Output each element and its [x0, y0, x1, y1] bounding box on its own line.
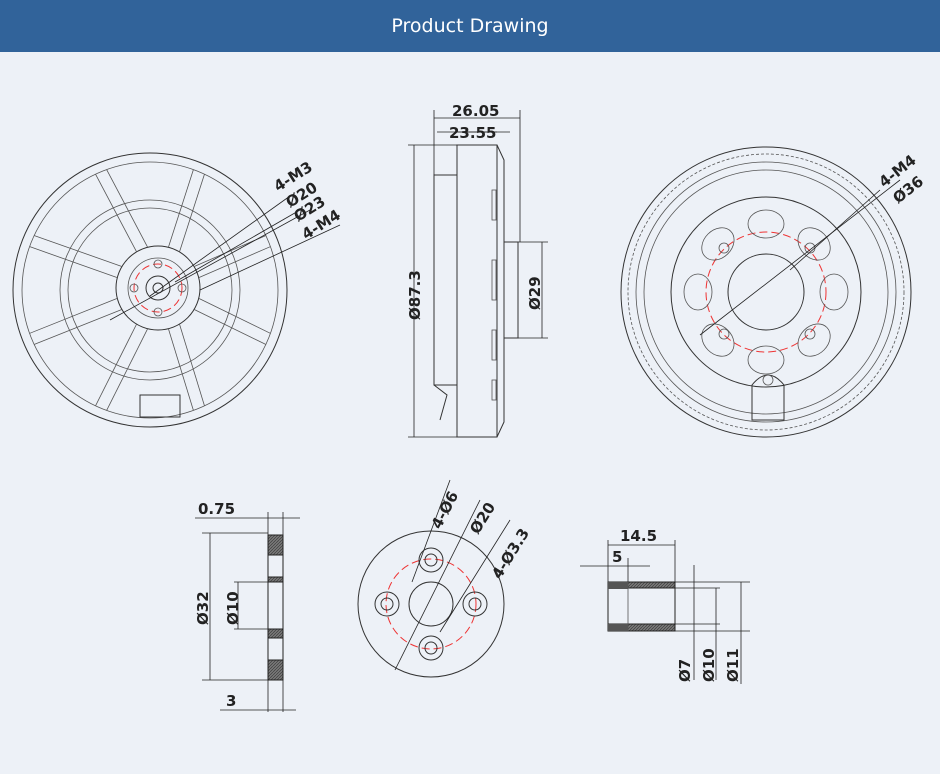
side-label-shaft-diameter: Ø29 — [526, 276, 544, 310]
washer-section: 0.75 Ø32 Ø10 3 — [194, 500, 300, 712]
rear-view: 4-M4 Ø36 — [620, 146, 927, 438]
flange-label-d20: Ø20 — [466, 499, 499, 537]
flange-label-4-d3-3: 4-Ø3.3 — [488, 525, 533, 582]
front-view: 4-M3 Ø20 Ø23 4-M4 — [12, 152, 344, 428]
spoke-edge — [29, 246, 118, 278]
rear-window — [747, 345, 785, 375]
spoke-edge — [29, 298, 118, 334]
side-label-body-length: 23.55 — [449, 124, 496, 142]
washer-label-thickness: 0.75 — [198, 500, 235, 518]
spoke-edge — [198, 298, 271, 334]
spoke-edge — [33, 309, 122, 345]
rear-window — [701, 227, 735, 261]
rear-window — [683, 273, 713, 311]
side-label-diameter: Ø87.3 — [406, 270, 424, 320]
side-label-overall-length: 26.05 — [452, 102, 499, 120]
spoke-edge — [194, 309, 267, 345]
spoke-edge — [179, 173, 205, 252]
flange-view: 4-Ø6 Ø20 4-Ø3.3 — [357, 479, 533, 678]
washer-label-width: 3 — [226, 692, 236, 710]
spoke-edge — [33, 235, 122, 267]
rear-window — [797, 227, 831, 261]
spoke-edge — [168, 328, 194, 411]
spoke-edge — [95, 173, 137, 252]
product-drawing: 4-M3 Ø20 Ø23 4-M4 26.05 23.55 Ø87.3 Ø29 — [12, 102, 927, 712]
rear-window — [819, 273, 849, 311]
bushing-label-d10: Ø10 — [700, 648, 718, 682]
spoke-edge — [179, 324, 205, 407]
side-view: 26.05 23.55 Ø87.3 Ø29 — [406, 102, 548, 438]
flange-label-4-d6: 4-Ø6 — [428, 488, 463, 532]
washer-label-inner: Ø10 — [224, 591, 242, 625]
page-title: Product Drawing — [391, 15, 549, 37]
spoke-edge — [106, 328, 148, 411]
washer-label-outer: Ø32 — [194, 591, 212, 625]
bushing-label-d7: Ø7 — [676, 659, 694, 682]
rear-window — [701, 323, 735, 357]
header-bar: Product Drawing — [0, 0, 940, 52]
bushing-label-d11: Ø11 — [724, 648, 742, 682]
spoke-edge — [168, 169, 194, 248]
bushing-label-length: 14.5 — [620, 527, 657, 545]
bushing-section: 14.5 5 Ø7 Ø10 Ø11 — [580, 527, 750, 684]
spoke-edge — [198, 246, 271, 278]
bushing-label-step: 5 — [612, 548, 622, 566]
spoke-edge — [106, 169, 148, 248]
rear-window — [747, 209, 785, 239]
rear-window — [797, 323, 831, 357]
spoke-edge — [95, 324, 137, 407]
